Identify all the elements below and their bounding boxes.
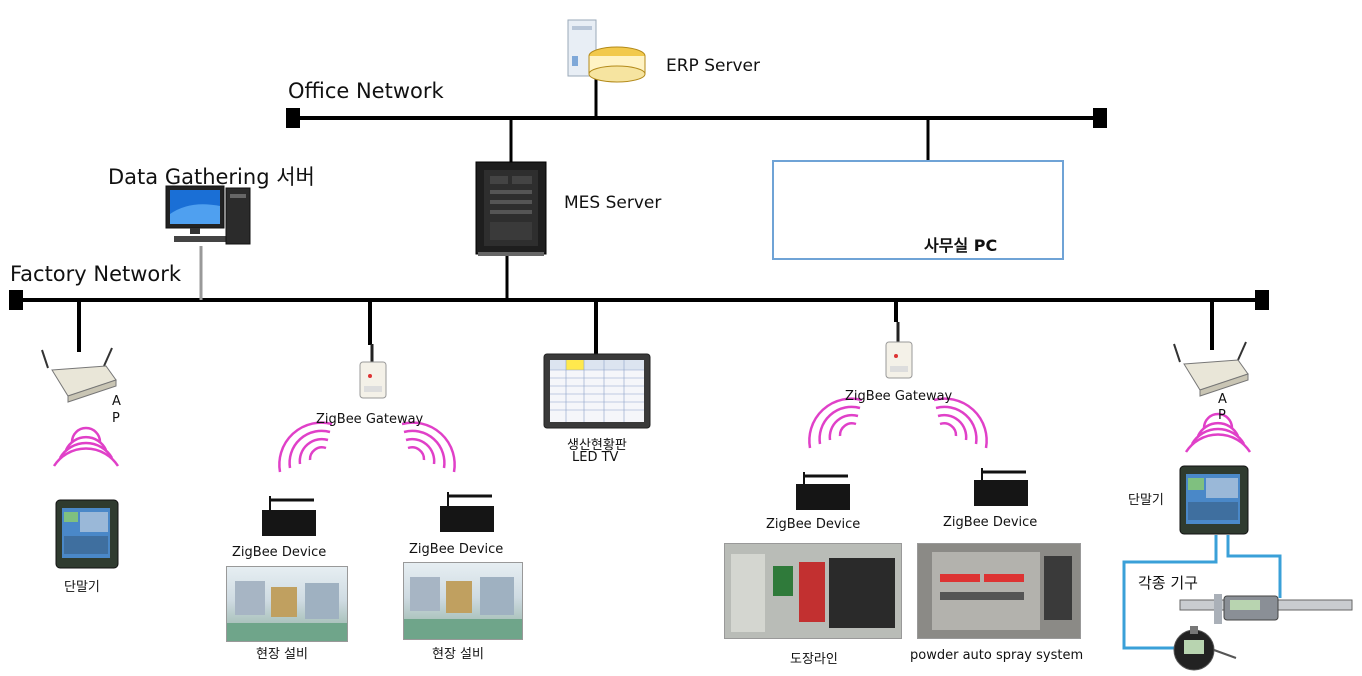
zigbee-gateway-left-label: ZigBee Gateway — [316, 412, 424, 427]
dial-gauge-icon — [1173, 626, 1237, 671]
site-equipment-2-label: 현장 설비 — [432, 647, 484, 662]
factory-bus-end-right — [1255, 290, 1269, 310]
caliper-icon — [1179, 594, 1353, 624]
tool-cable-2 — [1226, 535, 1282, 598]
zigbee-device-2-label: ZigBee Device — [409, 542, 504, 557]
zigbee-device-3-label: ZigBee Device — [766, 517, 861, 532]
ap-right-label-p: P — [1218, 408, 1226, 423]
zigbee-device-2-icon — [440, 492, 494, 532]
site-photo-2 — [403, 562, 523, 640]
office-bus-end-left — [286, 108, 300, 128]
wireless-signal-ap-right — [1184, 412, 1252, 453]
zigbee-gateway-right-icon — [885, 322, 913, 379]
wireless-signal-gw-right-2 — [933, 397, 988, 449]
tools-label: 각종 기구 — [1138, 574, 1198, 592]
data-gathering-server-label: Data Gathering 서버 — [108, 165, 315, 189]
tool-cable-1 — [1122, 535, 1218, 650]
spray-system-label: powder auto spray system — [910, 648, 1084, 663]
office-network-label: Office Network — [288, 79, 444, 103]
erp-server-label: ERP Server — [666, 56, 760, 76]
led-tv-label-2: LED TV — [572, 450, 619, 465]
spray-system-photo — [917, 543, 1081, 639]
site-equipment-1-label: 현장 설비 — [256, 647, 308, 662]
ap-right-icon — [1173, 341, 1249, 397]
office-pc-group — [772, 160, 1064, 260]
zigbee-device-4-icon — [974, 468, 1028, 506]
terminal-right-icon — [1179, 465, 1249, 535]
led-tv-icon — [543, 353, 651, 429]
ap-left-icon — [41, 347, 117, 403]
ap-right-label-a: A — [1218, 392, 1227, 407]
zigbee-gateway-left-icon — [359, 344, 387, 399]
zigbee-device-3-icon — [796, 472, 850, 510]
factory-bus-end-left — [9, 290, 23, 310]
zigbee-device-4-label: ZigBee Device — [943, 515, 1038, 530]
mes-server-icon — [475, 161, 547, 256]
terminal-right-label: 단말기 — [1128, 493, 1164, 508]
zigbee-gateway-right-label: ZigBee Gateway — [845, 389, 953, 404]
erp-server-icon — [567, 19, 646, 83]
wireless-signal-gw-left-2 — [401, 421, 456, 473]
terminal-left-icon — [55, 499, 119, 569]
wireless-signal-gw-right-1 — [808, 397, 863, 449]
led-tv-label-1: 생산현황판 — [567, 438, 627, 453]
ap-left-label-p: P — [112, 411, 120, 426]
data-gathering-pc-icon — [165, 185, 251, 245]
paint-line-photo — [724, 543, 902, 639]
factory-network-label: Factory Network — [10, 262, 182, 286]
terminal-left-label: 단말기 — [64, 580, 100, 595]
wireless-signal-gw-left-1 — [278, 421, 333, 473]
office-pc-label: 사무실 PC — [924, 236, 998, 255]
office-bus-end-right — [1093, 108, 1107, 128]
ap-left-label-a: A — [112, 394, 121, 409]
paint-line-label: 도장라인 — [790, 652, 838, 667]
wireless-signal-ap-left — [52, 426, 120, 467]
zigbee-device-1-label: ZigBee Device — [232, 545, 327, 560]
zigbee-device-1-icon — [262, 496, 316, 536]
mes-server-label: MES Server — [564, 193, 662, 213]
site-photo-1 — [226, 566, 348, 642]
